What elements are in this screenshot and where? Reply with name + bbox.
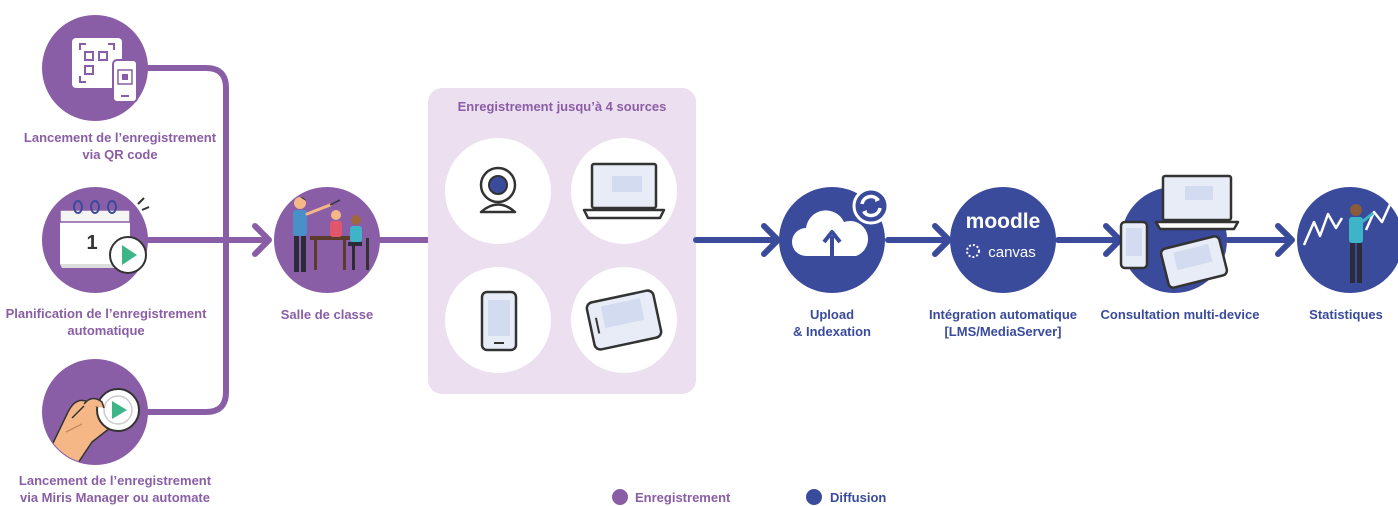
- phone-icon: [480, 290, 518, 352]
- arrow-to-classroom: [252, 223, 272, 257]
- upload-label: Upload & Indexation: [792, 307, 871, 339]
- trigger-manager-label: Lancement de l’enregistrement via Miris …: [18, 473, 212, 505]
- sync-icon: [852, 187, 890, 225]
- devices-label: Consultation multi-device: [1100, 307, 1260, 322]
- legend-enregistrement-dot: [612, 489, 628, 505]
- multi-device-icon: [1119, 174, 1240, 289]
- statistics-person-icon: [1302, 199, 1394, 283]
- laptop-icon: [582, 162, 666, 220]
- classroom-node: [274, 187, 380, 293]
- trigger-qr-node: [42, 15, 148, 121]
- trigger-qr-label: Lancement de l’enregistrement via QR cod…: [23, 130, 217, 162]
- upload-node: [779, 187, 890, 293]
- source-webcam: [445, 138, 551, 244]
- webcam-icon: [479, 166, 517, 214]
- statistics-node: [1297, 187, 1398, 293]
- calendar-play-icon: 1: [59, 197, 150, 274]
- arrow-to-lms: [932, 223, 952, 257]
- lms-logos-icon: moodle canvas: [966, 210, 1041, 261]
- qr-code-phone-icon: [72, 38, 138, 103]
- classroom-label: Salle de classe: [280, 307, 374, 322]
- sources-title: Enregistrement jusqu’à 4 sources: [457, 99, 667, 114]
- source-laptop: [571, 138, 677, 244]
- arrow-to-upload: [761, 223, 781, 257]
- tablet-icon: [585, 289, 663, 351]
- cloud-upload-icon: [792, 210, 869, 258]
- trigger-calendar-label: Planification de l’enregistrement automa…: [5, 306, 207, 338]
- svg-text:1: 1: [86, 232, 97, 254]
- lms-label: Intégration automatique [LMS/MediaServer…: [928, 307, 1078, 339]
- canvas-logo: canvas: [988, 244, 1036, 261]
- source-phone: [445, 267, 551, 373]
- classroom-teacher-icon: [293, 196, 369, 272]
- source-tablet: [571, 267, 677, 373]
- legend-diffusion-dot: [806, 489, 822, 505]
- lms-node: moodle canvas: [950, 187, 1056, 293]
- legend-diffusion-label: Diffusion: [830, 490, 887, 505]
- moodle-logo: moodle: [966, 210, 1041, 233]
- legend-enregistrement-label: Enregistrement: [635, 490, 731, 505]
- trigger-hand-node: [42, 359, 148, 465]
- arrow-to-stats: [1275, 223, 1295, 257]
- enregistrement-connectors: [142, 65, 433, 415]
- devices-node: [1119, 174, 1240, 293]
- statistics-label: Statistiques: [1309, 307, 1383, 322]
- trigger-calendar-node: 1: [42, 187, 150, 293]
